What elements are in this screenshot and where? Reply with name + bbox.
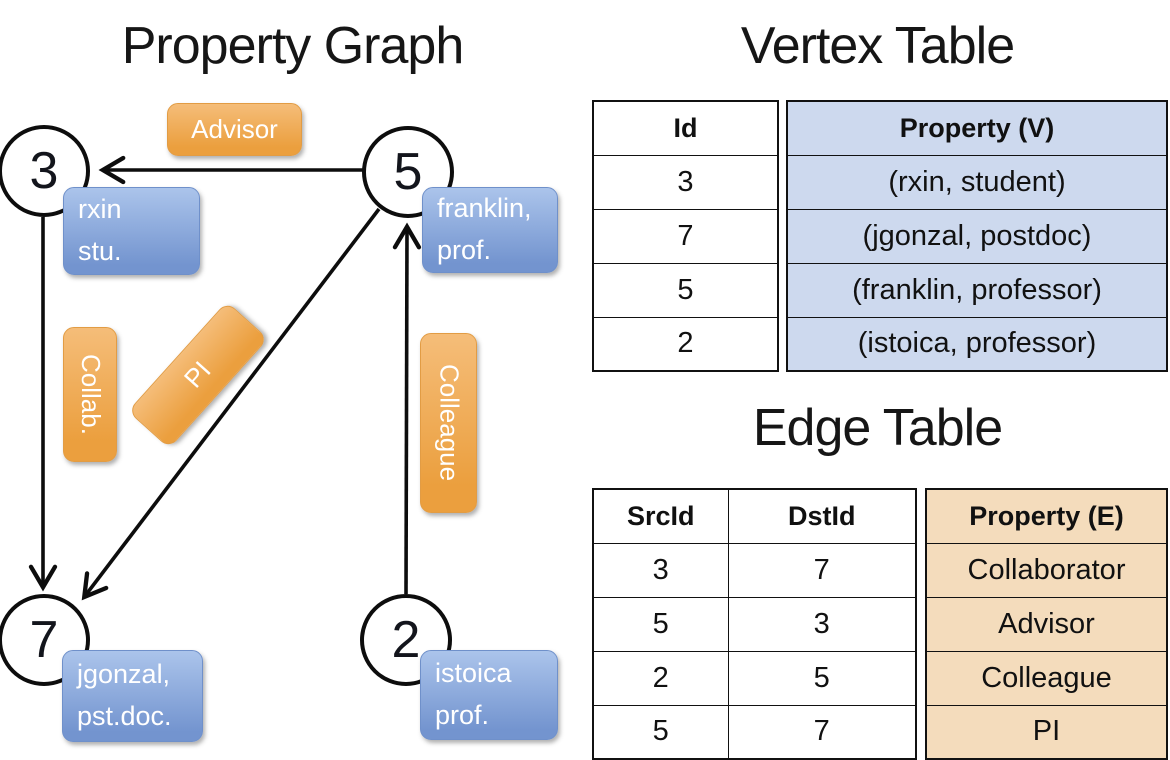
cell-dstid: 3 xyxy=(727,596,917,652)
vertex-label-jgonzal: jgonzal, pst.doc. xyxy=(62,650,203,742)
vertex-label-franklin-line2: prof. xyxy=(437,235,492,265)
table-row: (franklin, professor) xyxy=(786,262,1168,318)
cell-dstid: 7 xyxy=(727,704,917,760)
edge-header-property: Property (E) xyxy=(925,488,1168,544)
graph-edges-canvas xyxy=(28,155,422,601)
table-row: 7 xyxy=(592,208,779,264)
node-2-id: 2 xyxy=(391,611,421,669)
property-graph-title: Property Graph xyxy=(121,17,465,75)
vertex-label-istoica: istoica prof. xyxy=(420,650,558,740)
table-header-row: Property (V) xyxy=(786,100,1168,156)
vertex-table-property-column: Property (V) (rxin, student) (jgonzal, p… xyxy=(786,100,1168,372)
edge-header-srcid: SrcId xyxy=(592,488,729,544)
node-3-id: 3 xyxy=(29,142,59,200)
edge-table-title: Edge Table xyxy=(752,399,1003,457)
table-row: PI xyxy=(925,704,1168,760)
cell-property: (jgonzal, postdoc) xyxy=(786,208,1168,264)
cell-edge-property: Colleague xyxy=(925,650,1168,706)
table-row: 2 xyxy=(592,316,779,372)
vertex-table: Id 3 7 5 2 Property (V) (rxin, student) … xyxy=(592,100,1168,372)
cell-id: 7 xyxy=(592,208,779,264)
edge-label-advisor-text: Advisor xyxy=(191,113,278,144)
vertex-header-id: Id xyxy=(592,100,779,156)
edge-label-collab: Collab. xyxy=(63,327,117,462)
vertex-label-rxin-line2: stu. xyxy=(78,236,122,266)
table-row: 5 xyxy=(592,262,779,318)
table-row: Colleague xyxy=(925,650,1168,706)
vertex-label-jgonzal-line1: jgonzal, xyxy=(77,659,171,690)
cell-id: 2 xyxy=(592,316,779,372)
vertex-label-franklin: franklin, prof. xyxy=(422,187,558,273)
vertex-label-istoica-line1: istoica xyxy=(435,658,512,689)
edge-label-colleague: Colleague xyxy=(420,333,477,513)
table-header-row: Property (E) xyxy=(925,488,1168,544)
node-5-id: 5 xyxy=(393,143,423,201)
edge-label-colleague-text: Colleague xyxy=(434,364,465,482)
edge-label-collab-text: Collab. xyxy=(75,354,106,435)
cell-dstid: 5 xyxy=(727,650,917,706)
node-5: 5 xyxy=(362,126,454,218)
edge-table-property-column: Property (E) Collaborator Advisor Collea… xyxy=(925,488,1168,760)
node-2: 2 xyxy=(360,594,452,686)
table-row: 3 xyxy=(592,154,779,210)
table-row: Collaborator xyxy=(925,542,1168,598)
edge-label-advisor: Advisor xyxy=(167,103,302,156)
vertex-label-jgonzal-line2: pst.doc. xyxy=(77,701,172,731)
table-row: (jgonzal, postdoc) xyxy=(786,208,1168,264)
cell-property: (franklin, professor) xyxy=(786,262,1168,318)
cell-id: 3 xyxy=(592,154,779,210)
edge-pi-5-to-7 xyxy=(81,207,381,601)
vertex-table-id-column: Id 3 7 5 2 xyxy=(592,100,779,372)
cell-srcid: 5 xyxy=(592,704,729,760)
cell-srcid: 3 xyxy=(592,542,729,598)
cell-dstid: 7 xyxy=(727,542,917,598)
cell-srcid: 2 xyxy=(592,650,729,706)
cell-edge-property: Collaborator xyxy=(925,542,1168,598)
node-7-id: 7 xyxy=(29,611,59,669)
vertex-header-property: Property (V) xyxy=(786,100,1168,156)
vertex-label-rxin-line1: rxin xyxy=(78,194,122,225)
vertex-table-title: Vertex Table xyxy=(740,17,1015,75)
table-row: (rxin, student) xyxy=(786,154,1168,210)
table-header-row: Id xyxy=(592,100,779,156)
cell-edge-property: PI xyxy=(925,704,1168,760)
table-row: Advisor xyxy=(925,596,1168,652)
cell-srcid: 5 xyxy=(592,596,729,652)
vertex-label-rxin: rxin stu. xyxy=(63,187,200,275)
table-header-row: SrcId DstId xyxy=(592,488,917,544)
table-row: (istoica, professor) xyxy=(786,316,1168,372)
cell-edge-property: Advisor xyxy=(925,596,1168,652)
cell-property: (rxin, student) xyxy=(786,154,1168,210)
vertex-label-franklin-line1: franklin, xyxy=(437,193,532,224)
vertex-label-istoica-line2: prof. xyxy=(435,700,490,730)
cell-id: 5 xyxy=(592,262,779,318)
edge-header-dstid: DstId xyxy=(727,488,917,544)
cell-property: (istoica, professor) xyxy=(786,316,1168,372)
edge-label-pi-text: PI xyxy=(177,355,217,394)
edge-colleague-2-to-5 xyxy=(392,222,422,595)
